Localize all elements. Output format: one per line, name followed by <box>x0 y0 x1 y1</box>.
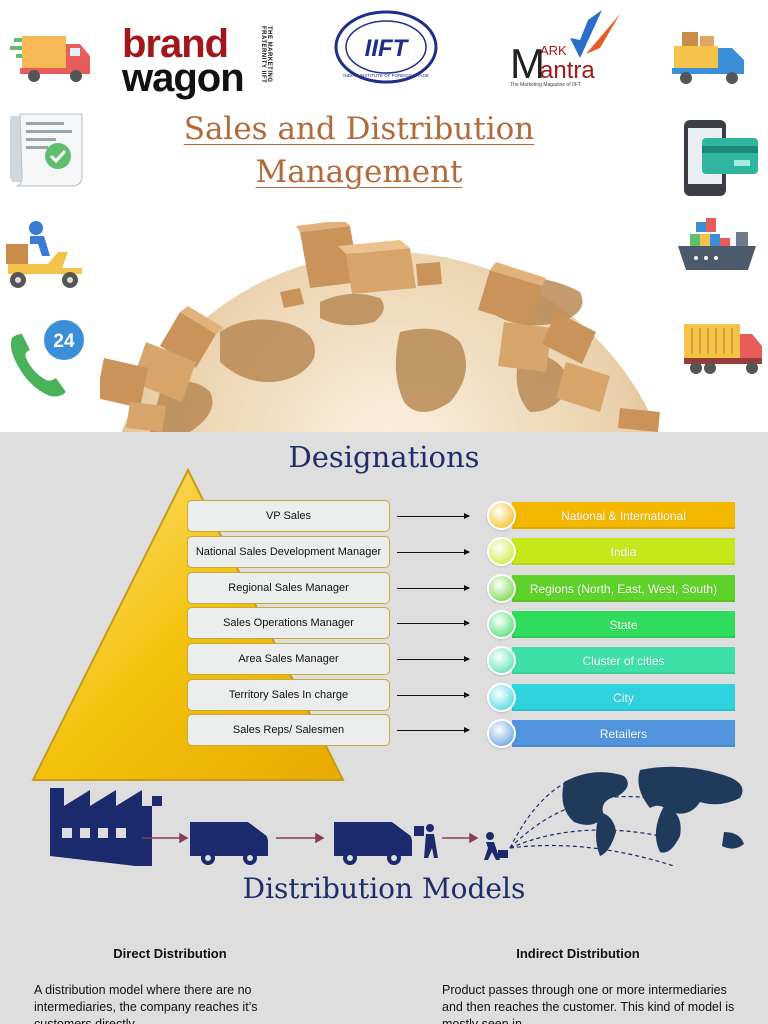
van-icon-1 <box>190 822 268 865</box>
scooter-delivery-icon <box>6 221 82 288</box>
role-arrow <box>397 727 470 733</box>
level-bullet <box>487 574 516 603</box>
container-truck-icon <box>684 324 762 374</box>
level-bullet <box>487 537 516 566</box>
level-bar: State <box>512 611 735 638</box>
level-bar: National & International <box>512 502 735 529</box>
distribution-models-heading: Distribution Models <box>242 872 526 905</box>
level-bullet <box>487 501 516 530</box>
indirect-distribution-text: Product passes through one or more inter… <box>442 983 735 1024</box>
level-bar: India <box>512 538 735 565</box>
role-arrow <box>397 692 470 698</box>
role-arrow <box>397 620 470 626</box>
iift-ring-text: INDIAN INSTITUTE OF FOREIGN TRADE <box>343 73 428 78</box>
mark-mantra-initial: M <box>510 40 545 87</box>
cargo-truck-icon <box>672 32 744 84</box>
mark-mantra-check-icon: M ARK antra The Marketing Magazine of II… <box>510 10 620 88</box>
level-bar: Regions (North, East, West, South) <box>512 575 735 602</box>
box-group-top <box>296 222 442 294</box>
world-map-icon <box>562 766 744 856</box>
level-bullet <box>487 719 516 748</box>
brandwagon-logo-tagline: THE MARKETING FRATERNITY IIFT <box>260 26 272 84</box>
role-pill: Sales Reps/ Salesmen <box>187 714 390 746</box>
direct-distribution-text: A distribution model where there are no … <box>34 983 258 1024</box>
designations-heading: Designations <box>288 440 480 474</box>
role-arrow <box>397 585 470 591</box>
van-icon-2 <box>334 822 438 865</box>
iift-logo: IIFT INDIAN INSTITUTE OF FOREIGN TRADE <box>334 10 438 84</box>
level-bullet <box>487 610 516 639</box>
mark-mantra-line2: antra <box>540 57 595 84</box>
brandwagon-logo-line1: brand <box>122 22 229 66</box>
brandwagon-logo-line2: wagon <box>122 56 245 100</box>
role-arrow <box>397 656 470 662</box>
receipt-check-icon <box>10 113 83 187</box>
title-slide: 24 brand wagon THE MARKETING FRATERNITY … <box>0 0 768 432</box>
level-bar: Cluster of cities <box>512 647 735 674</box>
indirect-distribution-title: Indirect Distribution <box>516 946 640 961</box>
role-arrow <box>397 513 470 519</box>
globe-with-boxes-illustration <box>100 222 660 432</box>
role-pill: Sales Operations Manager <box>187 607 390 639</box>
mark-mantra-line1: ARK <box>540 43 567 58</box>
role-pill: Territory Sales In charge <box>187 679 390 711</box>
box-group-right <box>478 262 660 432</box>
page-title-line2: Management <box>255 154 463 190</box>
page-title: Sales and Distribution Management <box>150 108 568 194</box>
role-pill: Regional Sales Manager <box>187 572 390 604</box>
box-group-left <box>100 288 304 432</box>
iift-logo-text: IIFT <box>365 35 410 62</box>
level-bar: Retailers <box>512 720 735 747</box>
phone-24-hours-icon: 24 <box>10 320 84 397</box>
mark-mantra-tagline: The Marketing Magazine of IIFT <box>510 82 581 88</box>
role-pill: VP Sales <box>187 500 390 532</box>
cargo-ship-icon <box>678 218 756 270</box>
level-bullet <box>487 646 516 675</box>
page-title-line1: Sales and Distribution <box>183 111 535 147</box>
role-pill: Area Sales Manager <box>187 643 390 675</box>
level-bar: City <box>512 684 735 711</box>
factory-icon <box>50 788 162 866</box>
phone-24-label: 24 <box>53 331 75 352</box>
level-bullet <box>487 683 516 712</box>
delivery-person-icon <box>484 832 508 860</box>
role-pill: National Sales Development Manager <box>187 536 390 568</box>
direct-distribution-title: Direct Distribution <box>113 946 227 961</box>
distribution-chain-illustration <box>50 766 744 866</box>
role-arrow <box>397 549 470 555</box>
mark-mantra-logo: M ARK antra The Marketing Magazine of II… <box>508 8 624 88</box>
mobile-payment-icon <box>684 120 758 196</box>
delivery-truck-icon <box>10 36 90 82</box>
brandwagon-logo: brand wagon THE MARKETING FRATERNITY IIF… <box>122 22 272 98</box>
